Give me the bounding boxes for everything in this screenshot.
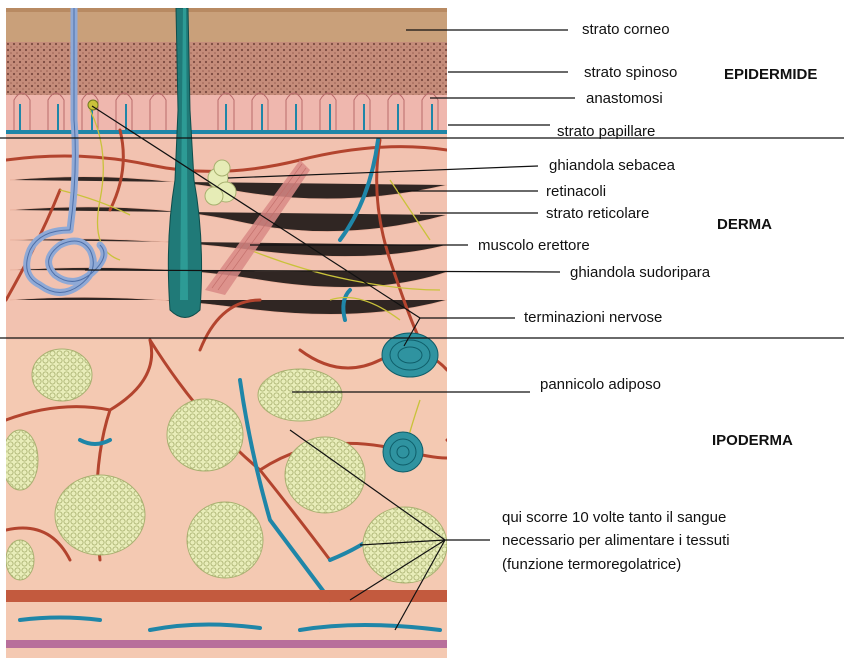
note-line-2: necessario per alimentare i tessuti [502,532,730,549]
label-ghiandola-sudoripara: ghiandola sudoripara [570,264,711,281]
label-ghiandola-sebacea: ghiandola sebacea [549,157,676,174]
label-retinacoli: retinacoli [546,183,606,200]
section-derma: DERMA [717,216,772,233]
label-strato-papillare: strato papillare [557,123,655,140]
label-pannicolo-adiposo: pannicolo adiposo [540,376,661,393]
label-strato-reticolare: strato reticolare [546,205,649,222]
label-strato-corneo: strato corneo [582,21,670,38]
section-ipoderma: IPODERMA [712,432,793,449]
skin-tissue [2,8,457,658]
label-anastomosi: anastomosi [586,90,663,107]
note-line-3: (funzione termoregolatrice) [502,556,681,573]
label-terminazioni-nervose: terminazioni nervose [524,309,662,326]
label-strato-spinoso: strato spinoso [584,64,677,81]
label-muscolo-erettore: muscolo erettore [478,237,590,254]
section-epidermide: EPIDERMIDE [724,66,817,83]
deep-artery [6,590,447,602]
note-line-1: qui scorre 10 volte tanto il sangue [502,509,726,526]
